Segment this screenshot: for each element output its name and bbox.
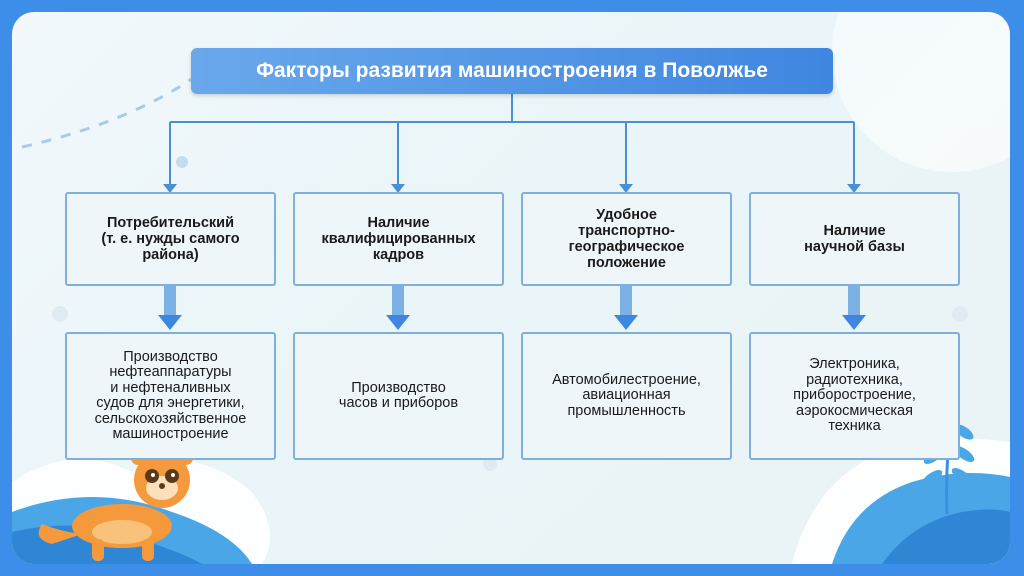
factor-box-consumer: Потребительский (т. е. нужды самого райо…	[65, 192, 276, 286]
factor-label: (т. е. нужды самого	[101, 231, 240, 247]
factor-label: Наличие	[367, 215, 430, 231]
connector-lines	[158, 94, 866, 330]
factor-label: положение	[587, 255, 666, 271]
factor-label: географическое	[568, 239, 685, 255]
factor-box-transport: Удобное транспортно- географическое поло…	[521, 192, 732, 286]
result-label: промышленность	[567, 402, 686, 419]
factor-label: транспортно-	[578, 223, 675, 239]
result-label: Автомобилестроение,	[552, 371, 701, 388]
result-box-automotive: Автомобилестроение, авиационная промышле…	[521, 332, 732, 460]
result-label: Производство	[351, 379, 446, 396]
result-label: авиационная	[582, 387, 671, 404]
result-box-watches: Производство часов и приборов	[293, 332, 504, 460]
factor-box-personnel: Наличие квалифицированных кадров	[293, 192, 504, 286]
result-label: техника	[828, 418, 881, 435]
result-box-oil-equipment: Производство нефтеаппаратуры и нефтенали…	[65, 332, 276, 460]
result-label: машиностроение	[112, 426, 229, 442]
result-label: Электроника,	[809, 356, 900, 373]
result-label: часов и приборов	[338, 395, 459, 411]
result-label: сельскохозяйственное	[94, 410, 247, 427]
factor-label: квалифицированных	[321, 231, 476, 247]
result-label: Производство	[123, 348, 218, 365]
result-label: и нефтеналивных	[110, 379, 231, 396]
factor-label: Потребительский	[106, 215, 235, 231]
result-box-electronics: Электроника, радиотехника, приборостроен…	[749, 332, 960, 460]
factor-label: Удобное	[596, 207, 657, 223]
result-label: нефтеаппаратуры	[109, 364, 232, 380]
factor-label: научной базы	[804, 239, 905, 255]
result-label: судов для энергетики,	[96, 395, 245, 411]
factor-label: кадров	[372, 247, 425, 263]
factor-label: района)	[142, 247, 199, 263]
page-title: Факторы развития машиностроения в Поволж…	[191, 48, 833, 94]
result-label: радиотехника,	[806, 371, 903, 388]
result-label: приборостроение,	[793, 387, 916, 404]
slide: Факторы развития машиностроения в Поволж…	[12, 12, 1010, 564]
factor-label: Наличие	[823, 223, 886, 239]
result-label: аэрокосмическая	[796, 402, 913, 419]
factor-box-science: Наличие научной базы	[749, 192, 960, 286]
